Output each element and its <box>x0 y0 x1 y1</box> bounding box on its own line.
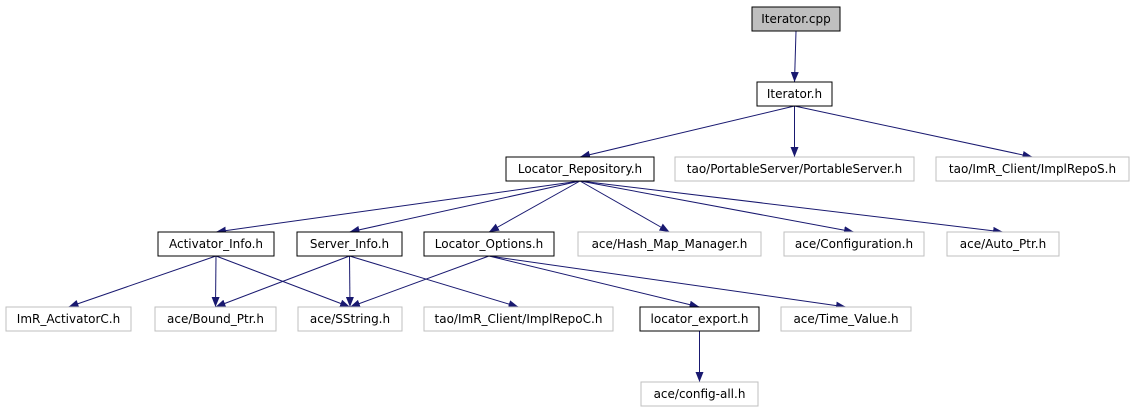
edge-iterator-h-to-implrepos-h <box>794 105 1033 159</box>
node-label: Activator_Info.h <box>169 237 263 251</box>
edge-server-info-h-to-sstring-h <box>345 255 354 308</box>
node-label: ace/Time_Value.h <box>793 312 898 326</box>
node-label: tao/PortableServer/PortableServer.h <box>687 162 902 176</box>
edge-activator-info-h-to-imr-activatorc-h <box>68 255 217 308</box>
node-label: ace/Bound_Ptr.h <box>167 312 264 326</box>
node-label: ace/Configuration.h <box>795 237 913 251</box>
node-label: tao/ImR_Client/ImplRepoS.h <box>949 162 1116 176</box>
node-iterator-h[interactable]: Iterator.h <box>756 81 833 107</box>
edge-server-info-h-to-bound-ptr-h <box>215 255 350 308</box>
node-implrepos-h: tao/ImR_Client/ImplRepoS.h <box>935 156 1130 182</box>
node-locator-export-h[interactable]: locator_export.h <box>639 306 760 332</box>
node-label: Locator_Options.h <box>435 237 543 251</box>
edge-locator-options-h-to-sstring-h <box>349 255 490 308</box>
node-bound-ptr-h: ace/Bound_Ptr.h <box>154 306 277 332</box>
node-hash-map-manager-h: ace/Hash_Map_Manager.h <box>577 231 762 257</box>
node-label: ace/SString.h <box>310 312 390 326</box>
node-label: ace/config-all.h <box>654 387 746 401</box>
node-sstring-h: ace/SString.h <box>297 306 403 332</box>
node-label: Locator_Repository.h <box>518 162 642 176</box>
node-iterator-cpp[interactable]: Iterator.cpp <box>751 6 841 32</box>
edge-locator-options-h-to-locator-export-h <box>488 255 700 309</box>
node-imr-activatorc-h: ImR_ActivatorC.h <box>5 306 132 332</box>
node-implrepoc-h: tao/ImR_Client/ImplRepoC.h <box>423 306 614 332</box>
node-label: Iterator.cpp <box>761 12 830 26</box>
node-portableserver-h: tao/PortableServer/PortableServer.h <box>674 156 915 182</box>
node-time-value-h: ace/Time_Value.h <box>780 306 912 332</box>
edge-locator-repository-h-to-configuration-h <box>579 180 855 235</box>
nodes-layer: Iterator.cpp Iterator.h Locator_Reposito… <box>5 6 1130 407</box>
node-server-info-h[interactable]: Server_Info.h <box>296 231 403 257</box>
node-label: Iterator.h <box>767 87 822 101</box>
node-configuration-h: ace/Configuration.h <box>783 231 925 257</box>
edge-server-info-h-to-implrepoc-h <box>349 255 519 308</box>
node-activator-info-h[interactable]: Activator_Info.h <box>157 231 275 257</box>
node-auto-ptr-h: ace/Auto_Ptr.h <box>946 231 1060 257</box>
edge-iterator-cpp-to-iterator-h <box>790 30 799 83</box>
edge-locator-repository-h-to-server-info-h <box>349 180 581 234</box>
edge-locator-options-h-to-time-value-h <box>488 255 847 310</box>
node-locator-repository-h[interactable]: Locator_Repository.h <box>505 156 655 182</box>
node-locator-options-h[interactable]: Locator_Options.h <box>423 231 555 257</box>
edge-locator-repository-h-to-auto-ptr-h <box>579 180 1004 235</box>
node-label: tao/ImR_Client/ImplRepoC.h <box>435 312 603 326</box>
edge-activator-info-h-to-bound-ptr-h <box>211 255 220 308</box>
edge-locator-repository-h-to-activator-info-h <box>215 180 581 235</box>
node-label: ImR_ActivatorC.h <box>17 312 120 326</box>
edge-locator-repository-h-to-locator-options-h <box>488 180 581 233</box>
node-label: locator_export.h <box>651 312 749 326</box>
node-label: ace/Auto_Ptr.h <box>960 237 1046 251</box>
node-config-all-h: ace/config-all.h <box>640 381 759 407</box>
edge-locator-repository-h-to-hash-map-manager-h <box>579 180 670 233</box>
edges-layer <box>68 30 1033 382</box>
node-label: Server_Info.h <box>310 237 389 251</box>
edge-iterator-h-to-locator-repository-h <box>579 105 795 159</box>
node-label: ace/Hash_Map_Manager.h <box>592 237 748 251</box>
